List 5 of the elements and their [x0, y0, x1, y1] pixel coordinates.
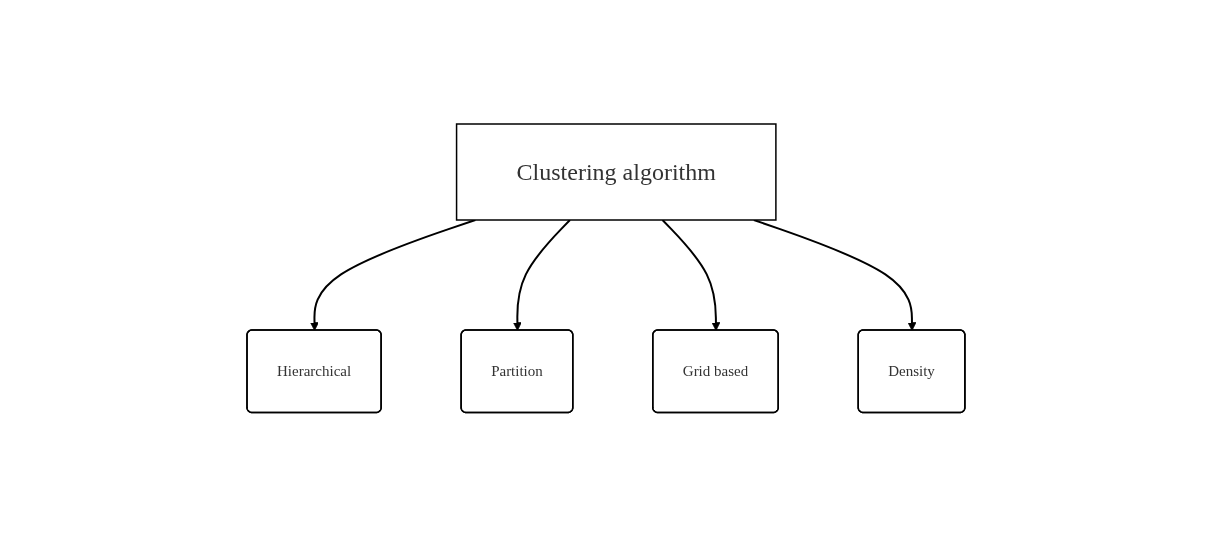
node-box: Clustering algorithm: [455, 123, 777, 221]
arrow: [752, 218, 917, 331]
arrow: [310, 218, 477, 331]
arrow: [661, 218, 721, 331]
arrow: [513, 218, 572, 331]
